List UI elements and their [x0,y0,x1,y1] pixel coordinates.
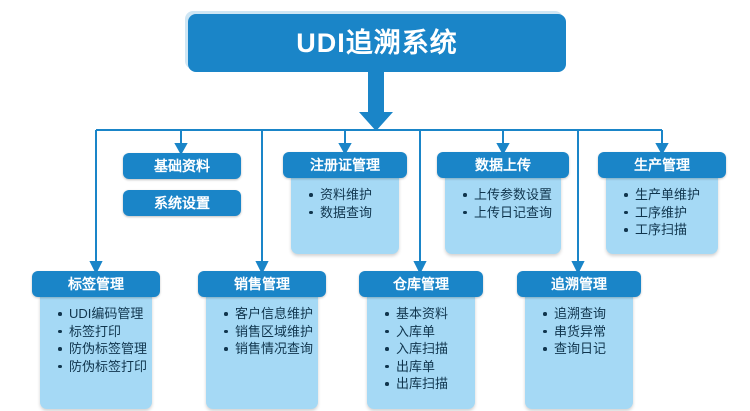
card-body: 客户信息维护 销售区域维护 销售情况查询 [206,289,318,409]
card-production-management[interactable]: 生产单维护 工序维护 工序扫描 生产管理 [598,152,726,254]
card-header[interactable]: 标签管理 [32,271,160,297]
card-header[interactable]: 数据上传 [437,152,569,178]
row2-drops [174,130,669,156]
list-item[interactable]: 生产单维护 [624,186,718,204]
card-data-upload[interactable]: 上传参数设置 上传日记查询 数据上传 [437,152,569,254]
list-item[interactable]: 销售情况查询 [224,340,318,358]
list-item[interactable]: 销售区域维护 [224,323,318,341]
card-body: 资料维护 数据查询 [291,170,399,254]
list-item[interactable]: 出库扫描 [385,375,475,393]
list-item[interactable]: 串货异常 [543,323,633,341]
diagram-title: UDI追溯系统 [188,14,566,72]
node-label: 系统设置 [154,195,210,211]
card-title: 注册证管理 [310,157,380,173]
node-system-settings[interactable]: 系统设置 [123,190,241,216]
card-body: 生产单维护 工序维护 工序扫描 [606,170,718,254]
list-item[interactable]: 上传参数设置 [463,186,561,204]
card-header[interactable]: 追溯管理 [517,271,641,297]
card-body: UDI编码管理 标签打印 防伪标签管理 防伪标签打印 [40,289,152,409]
list-item[interactable]: 追溯查询 [543,305,633,323]
list-item[interactable]: 基本资料 [385,305,475,323]
card-item-list: 生产单维护 工序维护 工序扫描 [606,186,718,239]
card-item-list: 追溯查询 串货异常 查询日记 [525,305,633,358]
card-label-management[interactable]: UDI编码管理 标签打印 防伪标签管理 防伪标签打印 标签管理 [32,271,160,409]
row3-drops [89,130,585,275]
card-header[interactable]: 生产管理 [598,152,726,178]
card-title: 标签管理 [68,276,124,292]
list-item[interactable]: UDI编码管理 [58,305,152,323]
card-header[interactable]: 仓库管理 [359,271,483,297]
card-item-list: 资料维护 数据查询 [291,186,399,221]
card-title: 销售管理 [234,276,290,292]
card-title: 数据上传 [475,157,531,173]
list-item[interactable]: 入库扫描 [385,340,475,358]
list-item[interactable]: 工序维护 [624,204,718,222]
list-item[interactable]: 防伪标签管理 [58,340,152,358]
card-item-list: UDI编码管理 标签打印 防伪标签管理 防伪标签打印 [40,305,152,375]
list-item[interactable]: 标签打印 [58,323,152,341]
list-item[interactable]: 客户信息维护 [224,305,318,323]
list-item[interactable]: 上传日记查询 [463,204,561,222]
card-title: 生产管理 [634,157,690,173]
card-warehouse-management[interactable]: 基本资料 入库单 入库扫描 出库单 出库扫描 仓库管理 [359,271,483,409]
list-item[interactable]: 出库单 [385,358,475,376]
trunk-arrow [359,72,393,131]
node-basic-data[interactable]: 基础资料 [123,153,241,179]
node-label: 基础资料 [154,158,210,174]
card-item-list: 基本资料 入库单 入库扫描 出库单 出库扫描 [367,305,475,393]
card-header[interactable]: 注册证管理 [283,152,407,178]
list-item[interactable]: 查询日记 [543,340,633,358]
diagram-title-text: UDI追溯系统 [296,27,458,58]
card-body: 上传参数设置 上传日记查询 [445,170,561,254]
card-header[interactable]: 销售管理 [198,271,326,297]
card-item-list: 上传参数设置 上传日记查询 [445,186,561,221]
list-item[interactable]: 入库单 [385,323,475,341]
list-item[interactable]: 防伪标签打印 [58,358,152,376]
list-item[interactable]: 工序扫描 [624,221,718,239]
card-title: 仓库管理 [393,276,449,292]
card-registration-cert[interactable]: 资料维护 数据查询 注册证管理 [283,152,407,254]
card-sales-management[interactable]: 客户信息维护 销售区域维护 销售情况查询 销售管理 [198,271,326,409]
card-item-list: 客户信息维护 销售区域维护 销售情况查询 [206,305,318,358]
list-item[interactable]: 资料维护 [309,186,399,204]
card-title: 追溯管理 [551,276,607,292]
list-item[interactable]: 数据查询 [309,204,399,222]
card-traceability-management[interactable]: 追溯查询 串货异常 查询日记 追溯管理 [517,271,641,409]
card-body: 基本资料 入库单 入库扫描 出库单 出库扫描 [367,289,475,409]
card-body: 追溯查询 串货异常 查询日记 [525,289,633,409]
